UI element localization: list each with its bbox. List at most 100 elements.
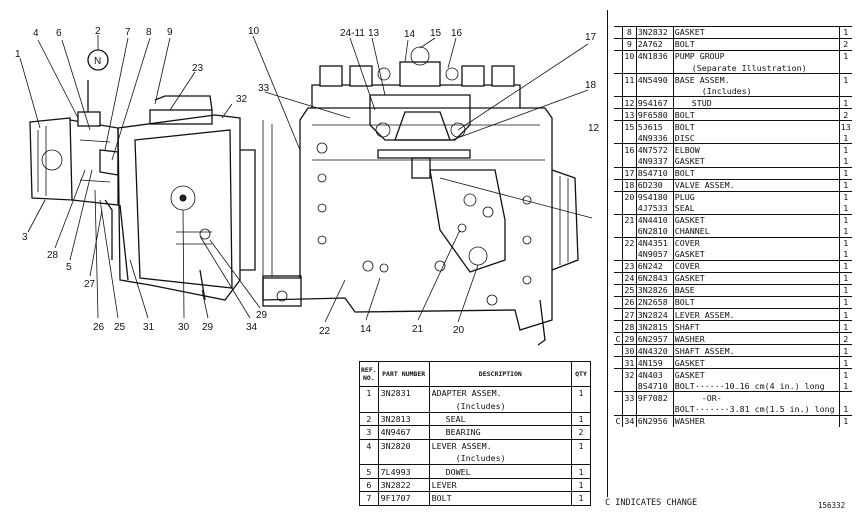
cell-ref: 10 xyxy=(621,50,637,63)
cell-part: 4N4410 xyxy=(636,213,674,226)
leader-lines xyxy=(19,35,593,323)
cell-c xyxy=(614,25,623,39)
exploded-parts-diagram: N xyxy=(15,26,600,346)
cell-desc: BOLT xyxy=(673,108,840,121)
cell-desc: ELBOW xyxy=(673,143,840,156)
cell-ref: 23 xyxy=(621,259,637,273)
cell-qty: 1 xyxy=(843,380,849,391)
cell-desc: GASKET xyxy=(673,25,840,39)
cell-part: 4N9467 xyxy=(377,425,430,440)
cell-ref xyxy=(621,132,637,144)
cell-ref: 24 xyxy=(621,271,637,285)
callout-3: 3 xyxy=(22,232,28,243)
cell-desc: SEAL xyxy=(428,411,573,426)
callout-28: 28 xyxy=(47,250,59,261)
cell-desc: GASKET xyxy=(673,213,840,226)
callout-29: 29 xyxy=(256,310,268,321)
cell-part: 6N2843 xyxy=(636,271,674,285)
callout-27: 27 xyxy=(84,279,96,290)
header-description: DESCRIPTION xyxy=(428,361,573,387)
cell-qty: 1 xyxy=(839,296,852,309)
callout-21: 21 xyxy=(412,324,424,335)
cell-desc: COVER xyxy=(673,259,840,273)
table-row: (Includes) xyxy=(359,399,591,413)
cell-part: 4N9337 xyxy=(636,155,674,168)
cell-desc: LEVER ASSEM. xyxy=(673,308,840,321)
cell-qty: 1 xyxy=(843,249,849,260)
change-note: C INDICATES CHANGE xyxy=(605,498,698,508)
cell-ref xyxy=(621,85,637,97)
column-divider xyxy=(607,10,608,497)
cell-desc: GASKET xyxy=(673,155,840,168)
cell-desc: (Includes) xyxy=(428,399,573,413)
cell-c xyxy=(614,308,623,321)
callout-10: 10 xyxy=(248,26,260,37)
table-row: (Includes) xyxy=(359,451,591,465)
cell-ref: 17 xyxy=(621,166,637,180)
cell-qty: 1 xyxy=(839,356,852,369)
cell-c xyxy=(614,156,622,168)
cell-desc: VALVE ASSEM. xyxy=(673,178,840,192)
cell-qty: 1 xyxy=(571,477,591,492)
cell-ref xyxy=(621,155,637,168)
cell-desc: (Separate Illustration) xyxy=(673,62,840,74)
cell-qty: 1 xyxy=(839,213,852,226)
cell-part: 3N2831 xyxy=(377,386,430,400)
cell-c xyxy=(614,50,623,63)
cell-desc: -OR- xyxy=(673,391,840,404)
callout-12: 12 xyxy=(588,123,600,134)
callout-32: 32 xyxy=(236,94,248,105)
callout-9: 9 xyxy=(167,27,173,38)
cell-ref: 18 xyxy=(621,178,637,192)
cell-desc: BEARING xyxy=(428,425,573,440)
header-qty: QTY xyxy=(571,361,591,387)
cell-c xyxy=(614,236,623,249)
cell-c xyxy=(614,296,623,309)
cell-qty: 1 xyxy=(571,411,591,426)
callout-17: 17 xyxy=(585,32,597,43)
cell-part: 5J615 xyxy=(636,120,674,133)
cell-ref: 12 xyxy=(621,96,637,109)
cell-part: 4N4320 xyxy=(636,344,674,357)
cell-part: 4N4351 xyxy=(636,236,674,249)
cell-c xyxy=(614,38,623,51)
cell-part: 3N2813 xyxy=(377,411,430,426)
cell-qty: 1 xyxy=(839,259,852,273)
cell-ref: 13 xyxy=(621,108,637,121)
cell-qty: 1 xyxy=(839,284,852,297)
cell-c xyxy=(614,344,623,357)
cell-part: 8S4710 xyxy=(636,380,674,392)
cell-part: 4N9336 xyxy=(636,132,674,144)
cell-part: 4N5490 xyxy=(636,73,674,86)
cell-ref: 15 xyxy=(621,120,637,133)
cell-part: 3N2824 xyxy=(636,308,674,321)
callout-34: 34 xyxy=(246,322,258,333)
cell-qty: 1 xyxy=(839,320,852,333)
cell-c xyxy=(614,284,623,297)
cell-part xyxy=(377,399,430,413)
cell-c xyxy=(614,249,622,261)
cell-desc: SHAFT ASSEM. xyxy=(673,344,840,357)
cell-desc: BOLT xyxy=(673,120,840,133)
callout-29b: 29 xyxy=(202,322,214,333)
cell-part: 3N2822 xyxy=(377,477,430,492)
cell-desc: GASKET xyxy=(673,248,840,261)
cell-ref: 7 xyxy=(359,491,379,506)
callout-33: 33 xyxy=(258,83,270,94)
cell-ref: 20 xyxy=(621,190,637,203)
cell-ref: 21 xyxy=(621,213,637,226)
cell-desc: STUD xyxy=(673,96,840,109)
